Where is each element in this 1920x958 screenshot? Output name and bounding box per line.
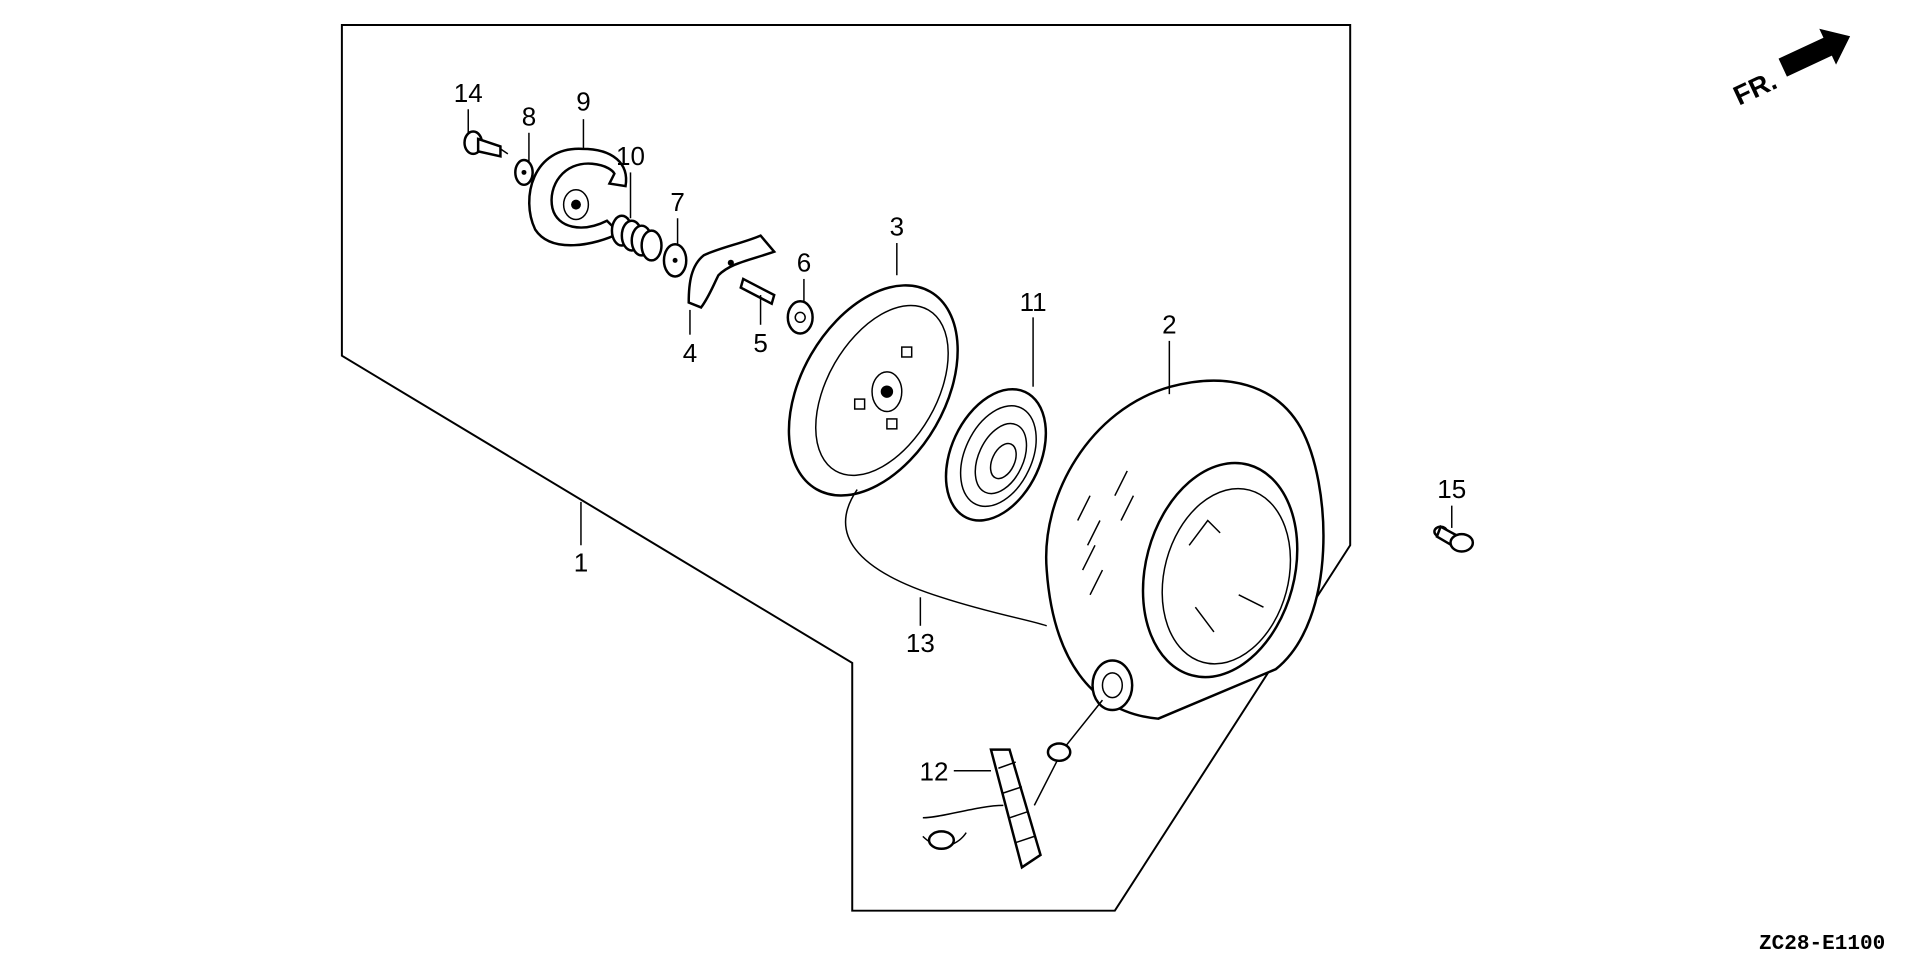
reel-part (787, 284, 959, 497)
nut-part (786, 300, 814, 335)
callout-1: 1 (574, 547, 588, 577)
callout-11: 11 (1020, 287, 1047, 317)
callout-7: 7 (670, 187, 684, 217)
return-spring-part (944, 387, 1048, 522)
callout-10: 10 (616, 141, 645, 171)
bolt-part (463, 130, 509, 158)
flange-bolt-part (1433, 524, 1475, 553)
leader-lines (467, 109, 1453, 772)
pin-part (739, 277, 776, 306)
friction-spring-part (610, 214, 663, 262)
ratchet-part (687, 234, 777, 309)
callout-15: 15 (1437, 474, 1466, 504)
front-direction-arrow-icon: FR. (1728, 28, 1851, 112)
callout-12: 12 (920, 757, 949, 787)
callout-6: 6 (797, 248, 811, 278)
washer-part (514, 158, 534, 187)
set-washer-part (662, 243, 688, 278)
starter-rope-part (844, 489, 1047, 627)
callout-5: 5 (753, 328, 767, 358)
callout-2: 2 (1162, 309, 1176, 339)
starter-grip-part (922, 699, 1104, 870)
starter-case-part (1044, 379, 1325, 720)
callout-9: 9 (576, 86, 590, 116)
assembly-boundary (340, 24, 1352, 912)
drawing-code: ZC28-E1100 (1759, 932, 1885, 956)
friction-plate-part (528, 147, 628, 247)
svg-text:FR.: FR. (1728, 65, 1781, 112)
callout-13: 13 (906, 628, 935, 658)
callout-4: 4 (683, 338, 697, 368)
callout-8: 8 (522, 101, 536, 131)
callout-3: 3 (890, 212, 904, 242)
callout-14: 14 (454, 78, 483, 108)
